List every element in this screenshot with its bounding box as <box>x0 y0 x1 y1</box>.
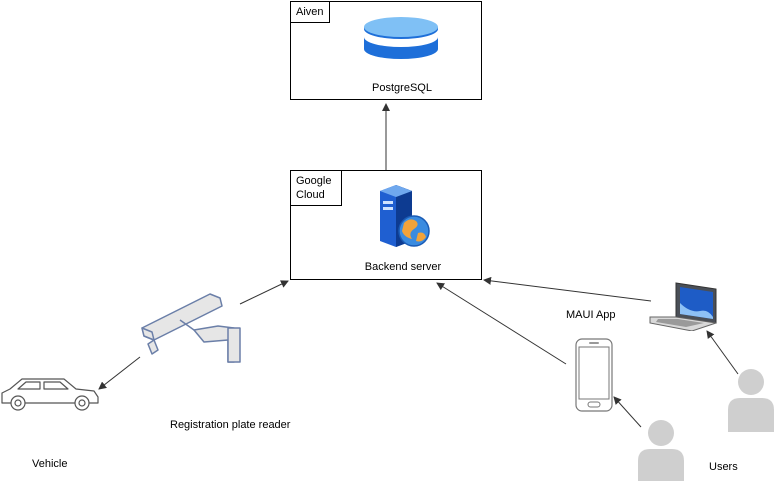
user2-to-laptop-arrow <box>706 330 739 375</box>
phone-to-backend-arrow <box>436 282 567 365</box>
smartphone-icon <box>575 338 613 412</box>
backend-server-label: Backend server <box>364 261 442 273</box>
maui-app-label: MAUI App <box>566 309 616 321</box>
users-label: Users <box>709 461 738 473</box>
car-icon <box>1 378 99 411</box>
google-cloud-tag-line1: Google <box>296 175 332 187</box>
aiven-tag: Aiven <box>291 2 330 23</box>
laptop-to-backend-arrow <box>483 276 652 302</box>
camera-to-vehicle-arrow <box>98 356 141 390</box>
google-cloud-tag: Google Cloud <box>291 171 342 206</box>
user-icon <box>638 420 684 481</box>
google-cloud-container: Google Cloud Backend server <box>290 170 482 280</box>
google-cloud-tag-line2: Cloud <box>296 189 325 201</box>
laptop-icon <box>649 282 717 331</box>
server-globe-icon <box>380 185 430 247</box>
vehicle-label: Vehicle <box>32 458 68 470</box>
user1-to-phone-arrow <box>613 396 642 428</box>
user-icon <box>728 369 774 432</box>
postgresql-label: PostgreSQL <box>372 82 432 94</box>
database-icon <box>364 17 438 59</box>
aiven-container: Aiven PostgreSQL <box>290 1 482 100</box>
camera-to-backend-arrow <box>239 280 289 305</box>
registration-plate-reader-label: Registration plate reader <box>170 419 291 431</box>
cctv-camera-icon <box>141 293 241 363</box>
